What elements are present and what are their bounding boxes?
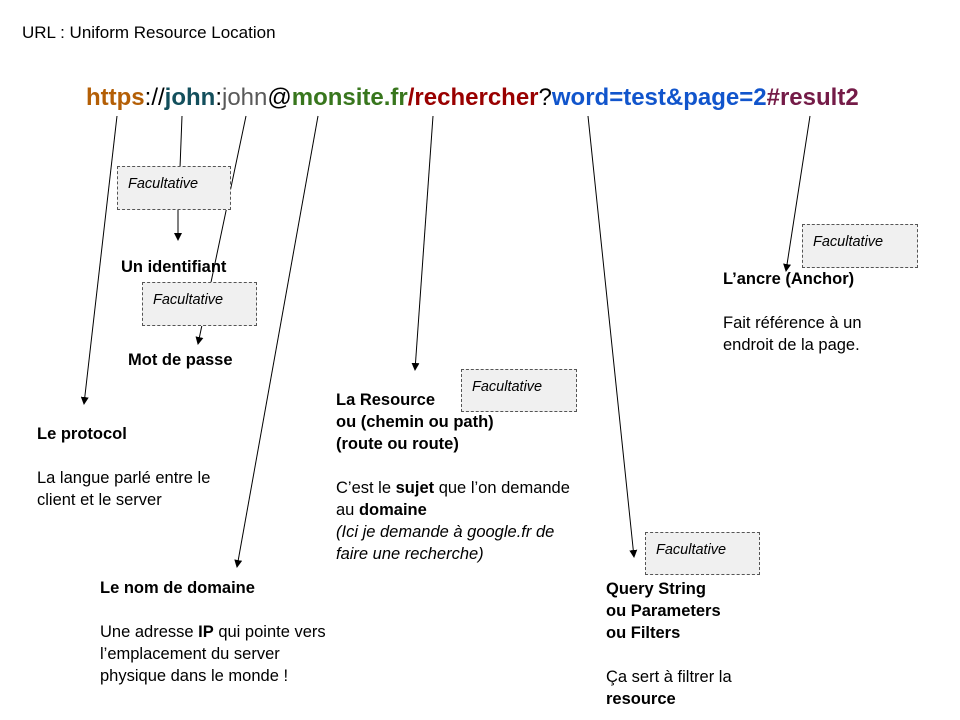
optional-badge-query: Facultative xyxy=(645,532,760,575)
url-part-3: : xyxy=(215,84,222,111)
diagram-title: URL : Uniform Resource Location xyxy=(22,23,276,42)
url-part-9: word=test&page=2 xyxy=(551,84,767,111)
anchor-desc-line1: Fait référence à un xyxy=(723,314,862,332)
arrow-protocol xyxy=(80,115,118,405)
url-part-7: /rechercher xyxy=(407,84,539,111)
domain-desc-line2: l’emplacement du server xyxy=(100,645,280,663)
url-part-6: monsite.fr xyxy=(291,84,408,111)
url-part-5: @ xyxy=(267,84,292,111)
anchor-heading: L’ancre (Anchor) xyxy=(723,270,855,288)
domain-heading: Le nom de domaine xyxy=(100,579,255,597)
url-part-10: #result2 xyxy=(766,84,859,111)
resource-note-line2: faire une recherche) xyxy=(336,545,484,563)
url-example: https://john:john@monsite.fr/rechercher?… xyxy=(86,84,859,112)
anchor-desc-line2: endroit de la page. xyxy=(723,336,860,354)
arrow-query xyxy=(587,115,638,558)
resource-heading-line2: ou (chemin ou path) xyxy=(336,413,494,431)
query-block: Query String ou Parameters ou Filters Ça… xyxy=(606,578,732,710)
resource-desc-line1: C’est le sujet que l’on demande xyxy=(336,479,570,497)
arrow-identifier xyxy=(179,115,183,169)
protocol-heading: Le protocol xyxy=(37,425,127,443)
resource-heading-line3: (route ou route) xyxy=(336,435,459,453)
arrow-anchor xyxy=(783,115,811,272)
protocol-block: Le protocol La langue parlé entre le cli… xyxy=(37,423,210,511)
url-part-8: ? xyxy=(538,84,552,111)
optional-badge-anchor: Facultative xyxy=(802,224,918,268)
resource-note-line1: (Ici je demande à google.fr de xyxy=(336,523,555,541)
optional-badge-password: Facultative xyxy=(142,282,257,326)
arrow-resource xyxy=(411,115,434,371)
protocol-desc-line1: La langue parlé entre le xyxy=(37,469,211,487)
arrow-domain xyxy=(234,115,319,568)
query-desc-line1: Ça sert à filtrer la xyxy=(606,668,732,686)
query-heading-line3: ou Filters xyxy=(606,624,681,642)
query-desc-bold: resource xyxy=(606,690,676,708)
optional-badge-resource: Facultative xyxy=(461,369,577,412)
identifier-heading: Un identifiant xyxy=(121,258,227,276)
identifier-label: Un identifiant xyxy=(121,256,226,278)
url-part-1: :// xyxy=(144,84,165,111)
password-label: Mot de passe xyxy=(128,349,233,371)
resource-block: La Resource ou (chemin ou path) (route o… xyxy=(336,389,570,565)
resource-desc-line2: au domaine xyxy=(336,501,427,519)
optional-badge-identifier: Facultative xyxy=(117,166,231,210)
domain-block: Le nom de domaine Une adresse IP qui poi… xyxy=(100,577,326,687)
query-heading-line2: ou Parameters xyxy=(606,602,721,620)
protocol-desc-line2: client et le server xyxy=(37,491,162,509)
anchor-block: L’ancre (Anchor) Fait référence à un end… xyxy=(723,268,862,356)
password-heading: Mot de passe xyxy=(128,351,233,369)
domain-desc-line3: physique dans le monde ! xyxy=(100,667,289,685)
url-part-4: john xyxy=(222,84,268,111)
url-part-0: https xyxy=(86,84,145,111)
resource-heading-line1: La Resource xyxy=(336,391,436,409)
domain-desc-line1: Une adresse IP qui pointe vers xyxy=(100,623,326,641)
query-heading-line1: Query String xyxy=(606,580,706,598)
url-part-2: john xyxy=(164,84,216,111)
